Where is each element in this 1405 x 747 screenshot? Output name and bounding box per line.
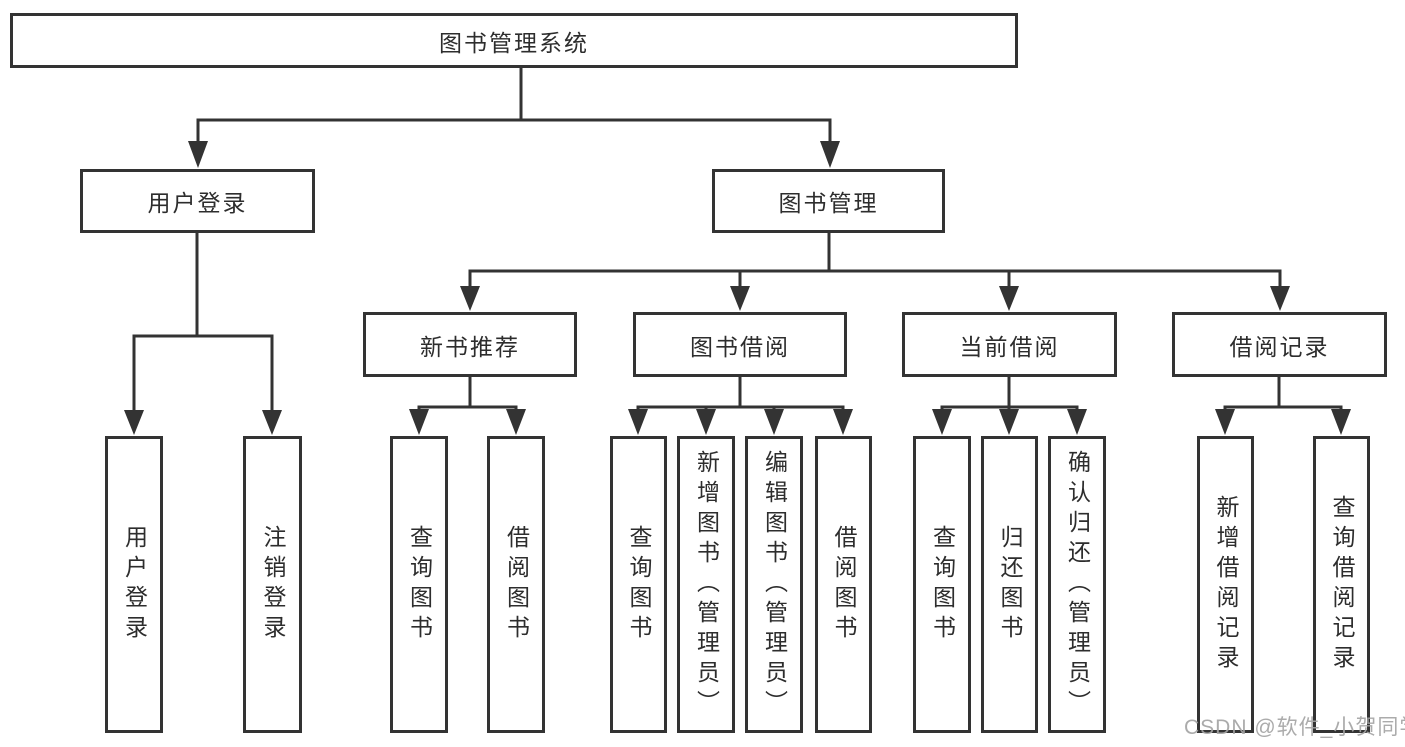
node-book-management: 图书管理 — [712, 169, 945, 233]
node-borrow-records: 借阅记录 — [1172, 312, 1387, 377]
leaf-query-books-current: 查询图书 — [913, 436, 971, 733]
watermark: CSDN @软件_小贺同学 — [1184, 716, 1405, 739]
leaf-borrow-books: 借阅图书 — [815, 436, 872, 733]
leaf-logout: 注销登录 — [243, 436, 302, 733]
node-root: 图书管理系统 — [10, 13, 1018, 68]
node-current-borrow: 当前借阅 — [902, 312, 1117, 377]
leaf-add-book-admin: 新增图书（管理员） — [677, 436, 735, 733]
leaf-user-login: 用户登录 — [105, 436, 163, 733]
leaf-edit-book-admin: 编辑图书（管理员） — [745, 436, 803, 733]
node-user-login: 用户登录 — [80, 169, 315, 233]
leaf-borrow-books-recommend: 借阅图书 — [487, 436, 545, 733]
node-new-book-recommend: 新书推荐 — [363, 312, 577, 377]
leaf-return-book: 归还图书 — [981, 436, 1038, 733]
node-book-borrow: 图书借阅 — [633, 312, 847, 377]
leaf-query-books-recommend: 查询图书 — [390, 436, 448, 733]
leaf-query-books-borrow: 查询图书 — [610, 436, 667, 733]
leaf-query-borrow-record: 查询借阅记录 — [1313, 436, 1370, 733]
leaf-confirm-return-admin: 确认归还（管理员） — [1048, 436, 1106, 733]
leaf-add-borrow-record: 新增借阅记录 — [1197, 436, 1254, 733]
